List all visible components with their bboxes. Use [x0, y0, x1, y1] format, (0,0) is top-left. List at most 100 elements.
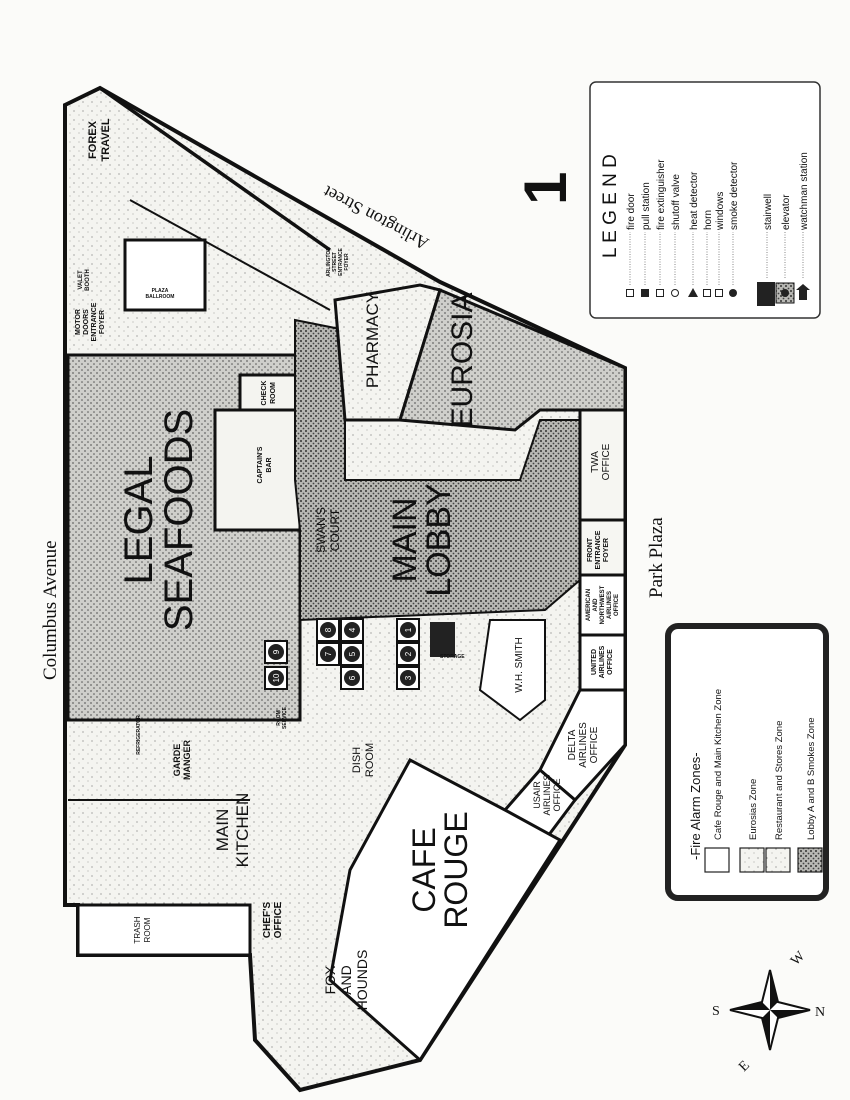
pull-station-icon — [641, 289, 649, 297]
fox-hounds-label: FOX — [322, 965, 338, 994]
check-room-label: CHECK — [261, 381, 268, 406]
arlington-foyer-label-2: STREET — [332, 252, 338, 272]
legend-item-label: elevator — [781, 194, 792, 230]
eurosia-zone — [398, 287, 627, 432]
elevator-circle — [344, 622, 360, 638]
compass-e: E — [736, 1058, 753, 1075]
delta-label-2: AIRLINES — [578, 722, 589, 768]
arlington-foyer-label-4: FOYER — [344, 253, 350, 271]
wh-smith-label: W.H. SMITH — [514, 637, 525, 693]
elevator-number: 8 — [324, 627, 333, 632]
legend-item-label: smoke detector — [729, 161, 740, 230]
forex-label: FOREX — [87, 120, 99, 159]
legend-item-label: windows — [715, 192, 726, 231]
watchman-station-icon — [796, 284, 810, 300]
elevator-circle — [268, 644, 284, 660]
legend-item-label: horn — [703, 210, 714, 230]
compass-s: S — [712, 1004, 720, 1019]
garde-manger-label: GARDE — [172, 744, 182, 777]
delta-label: DELTA — [567, 729, 578, 760]
refrigerator-label: REFRIGERATOR — [136, 715, 142, 755]
elevator-number: 2 — [404, 651, 413, 656]
fire-door-icon — [626, 289, 634, 297]
elevator-circle — [344, 670, 360, 686]
compass-n: N — [815, 1005, 825, 1020]
legend-item-heat-detector: heat detector — [688, 171, 700, 297]
zone-item: Restaurant and Stores Zone — [765, 721, 791, 873]
zone-swatch — [765, 847, 791, 873]
zone-swatch — [704, 847, 730, 873]
american-label-5: OFFICE — [614, 594, 620, 616]
trash-room-label: TRASH — [133, 916, 142, 943]
zone-label: Lobby A and B Smokes Zone — [806, 717, 817, 840]
legend-item-label: stairwell — [763, 194, 774, 230]
swans-court-label-2: COURT — [328, 508, 342, 551]
elevator-number: 10 — [272, 673, 281, 682]
elevator-number: 4 — [348, 627, 357, 632]
motor-doors-label-4: FOYER — [99, 310, 106, 334]
legend-item-label: shutoff valve — [671, 174, 682, 230]
motor-doors-label-3: ENTRANCE — [91, 302, 98, 341]
dish-room-label-2: ROOM — [364, 743, 376, 777]
heat-detector-icon — [688, 288, 698, 297]
zone-swatch — [739, 847, 765, 873]
united-label: UNITED — [591, 649, 598, 675]
storage-label: STORAGE — [440, 654, 465, 660]
elevator-number: 5 — [348, 651, 357, 656]
front-foyer-label: FRONT — [587, 537, 594, 562]
elevator-number: 7 — [324, 651, 333, 656]
zone-label: Restaurant and Stores Zone — [774, 721, 785, 840]
smoke-detector-icon — [729, 289, 737, 297]
trash-room-label-2: ROOM — [143, 917, 152, 942]
elevator-circle — [400, 622, 416, 638]
shutoff-valve-icon — [671, 289, 679, 297]
motor-doors-label: MOTOR — [75, 309, 82, 335]
legend-item-watchman-station: watchman station — [796, 152, 810, 300]
captains-bar-label-2: BAR — [266, 457, 273, 472]
zone-item: Eurosias Zone — [739, 779, 765, 873]
elevator-number: 1 — [404, 627, 413, 632]
cafe-rouge-label-2: ROUGE — [438, 811, 474, 928]
cafe-rouge-room — [328, 757, 563, 1063]
trash-room-box — [76, 903, 252, 957]
delta-label-3: OFFICE — [589, 726, 600, 763]
elevator-number: 3 — [404, 675, 413, 680]
dish-room-label: DISH — [351, 747, 363, 773]
main-lobby-label-2: LOBBY — [420, 483, 458, 596]
horn-icon — [703, 289, 711, 297]
elevator-circle — [400, 670, 416, 686]
motor-doors-label-2: DOORS — [83, 309, 90, 335]
usair-label-3: OFFICE — [552, 779, 562, 812]
legend-item-label: pull station — [641, 182, 652, 230]
fox-hounds-label-3: HOUNDS — [354, 950, 370, 1011]
floor-number: 1 — [512, 172, 579, 205]
street-park-plaza: Park Plaza — [646, 517, 667, 598]
front-foyer-label-2: ENTRANCE — [595, 530, 602, 569]
legend-item-horn: horn — [703, 210, 714, 297]
arlington-foyer-label: ARLINGTON — [326, 247, 332, 277]
compass-w: W — [788, 948, 809, 969]
captains-bar-room — [213, 408, 302, 532]
zone-item: Lobby A and B Smokes Zone — [797, 717, 823, 873]
zones-title: -Fire Alarm Zones- — [688, 752, 703, 860]
street-columbus: Columbus Avenue — [40, 540, 61, 680]
stairwell-icon — [757, 282, 775, 306]
legend-item-smoke-detector: smoke detector — [729, 161, 740, 297]
zone-item: Cafe Rouge and Main Kitchen Zone — [704, 689, 730, 873]
stairwell — [430, 622, 455, 657]
main-lobby-label: MAIN — [386, 498, 424, 583]
legal-label: LEGAL — [117, 456, 161, 585]
usair-label: USAIR — [532, 781, 542, 809]
usair-label-2: AIRLINES — [542, 774, 552, 815]
captains-bar-label: CAPTAIN'S — [257, 446, 264, 483]
main-kitchen-label: MAIN — [213, 809, 232, 852]
fire-extinguisher-icon — [656, 289, 664, 297]
elevator-number: 6 — [348, 675, 357, 680]
valet-label: VALET — [78, 270, 84, 290]
legend-item-pull-station: pull station — [641, 182, 652, 297]
eurosia-label: EUROSIA — [446, 292, 479, 427]
garde-manger-label-2: MANGER — [182, 740, 192, 780]
delta-office — [538, 688, 627, 803]
